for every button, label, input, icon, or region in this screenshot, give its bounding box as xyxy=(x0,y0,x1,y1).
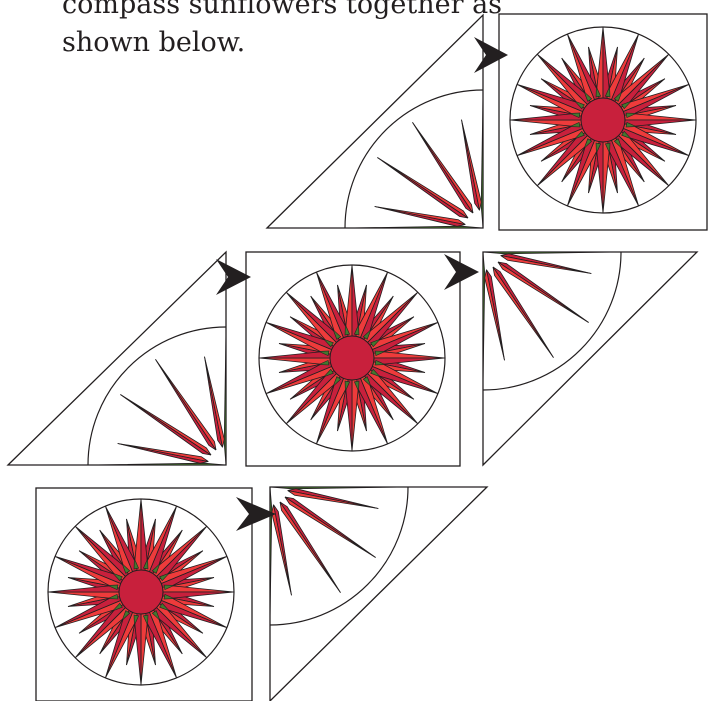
star-leaf xyxy=(344,324,351,336)
star-leaf xyxy=(362,376,372,387)
star-leaf xyxy=(121,563,131,574)
flower-center xyxy=(118,569,164,615)
star-leaf xyxy=(163,584,175,591)
star-leaf xyxy=(159,572,170,582)
arrow-icon xyxy=(216,259,251,295)
star-leaf xyxy=(159,602,170,612)
star-leaf xyxy=(569,121,581,128)
arrow-icon xyxy=(236,497,276,531)
star-leaf xyxy=(574,130,585,140)
petal xyxy=(287,490,379,509)
compass-block-3 xyxy=(35,487,253,701)
star-leaf xyxy=(121,610,131,621)
corner-leaf xyxy=(480,92,484,229)
star-leaf xyxy=(583,91,593,102)
star-leaf xyxy=(107,593,119,600)
star-leaf xyxy=(604,142,611,154)
petal xyxy=(155,359,217,451)
star-leaf xyxy=(151,610,161,621)
star-leaf xyxy=(621,100,632,110)
corner-leaf xyxy=(482,251,619,255)
petal xyxy=(279,501,341,593)
star-leaf xyxy=(112,572,123,582)
star-leaf xyxy=(318,359,330,366)
petal xyxy=(484,269,505,361)
arrow-icon xyxy=(474,37,508,73)
half-block-triangle-4 xyxy=(269,486,489,701)
flower-center xyxy=(580,97,626,143)
star-leaf xyxy=(323,368,334,378)
star-leaf xyxy=(318,350,330,357)
star-leaf xyxy=(142,558,149,570)
corner-leaf xyxy=(269,486,273,623)
half-block-triangle-1 xyxy=(265,13,484,229)
star-leaf xyxy=(107,584,119,591)
petal xyxy=(284,496,376,558)
petal xyxy=(120,394,212,456)
star-leaf xyxy=(133,558,140,570)
instruction-text: compass sunflowers together as shown bel… xyxy=(62,0,502,62)
star-leaf xyxy=(574,100,585,110)
star-leaf xyxy=(625,121,637,128)
petal xyxy=(377,157,469,219)
star-leaf xyxy=(151,563,161,574)
star-leaf xyxy=(344,380,351,392)
star-leaf xyxy=(583,138,593,149)
petal xyxy=(492,266,554,358)
instruction-line-1: compass sunflowers together as xyxy=(62,0,503,20)
petal xyxy=(500,255,592,274)
star-leaf xyxy=(362,329,372,340)
petal xyxy=(412,122,474,214)
compass-block-1 xyxy=(498,13,708,231)
compass-block-2 xyxy=(245,251,461,467)
star-leaf xyxy=(625,112,637,119)
star-leaf xyxy=(112,602,123,612)
star-leaf xyxy=(374,350,386,357)
star-leaf xyxy=(142,614,149,626)
star-leaf xyxy=(332,329,342,340)
corner-leaf xyxy=(347,225,484,229)
petal xyxy=(374,206,466,225)
half-block-triangle-2 xyxy=(6,250,227,466)
star-leaf xyxy=(353,380,360,392)
star-leaf xyxy=(595,86,602,98)
star-leaf xyxy=(613,91,623,102)
petal xyxy=(117,443,209,462)
corner-leaf xyxy=(90,462,227,466)
star-leaf xyxy=(370,368,381,378)
star-leaf xyxy=(621,130,632,140)
star-leaf xyxy=(163,593,175,600)
corner-leaf xyxy=(269,486,406,490)
half-block-triangle-3 xyxy=(482,251,699,467)
star-leaf xyxy=(595,142,602,154)
corner-leaf xyxy=(482,251,486,388)
instruction-line-2: shown below. xyxy=(62,27,246,58)
petal xyxy=(271,504,292,596)
star-leaf xyxy=(604,86,611,98)
petal xyxy=(497,261,589,323)
corner-leaf xyxy=(223,329,227,466)
star-leaf xyxy=(323,338,334,348)
star-leaf xyxy=(613,138,623,149)
petal xyxy=(204,356,225,448)
star-leaf xyxy=(332,376,342,387)
flower-center xyxy=(329,335,375,381)
petal xyxy=(461,119,482,211)
star-leaf xyxy=(370,338,381,348)
star-leaf xyxy=(353,324,360,336)
star-leaf xyxy=(569,112,581,119)
arrow-icon xyxy=(444,254,479,290)
star-leaf xyxy=(374,359,386,366)
star-leaf xyxy=(133,614,140,626)
